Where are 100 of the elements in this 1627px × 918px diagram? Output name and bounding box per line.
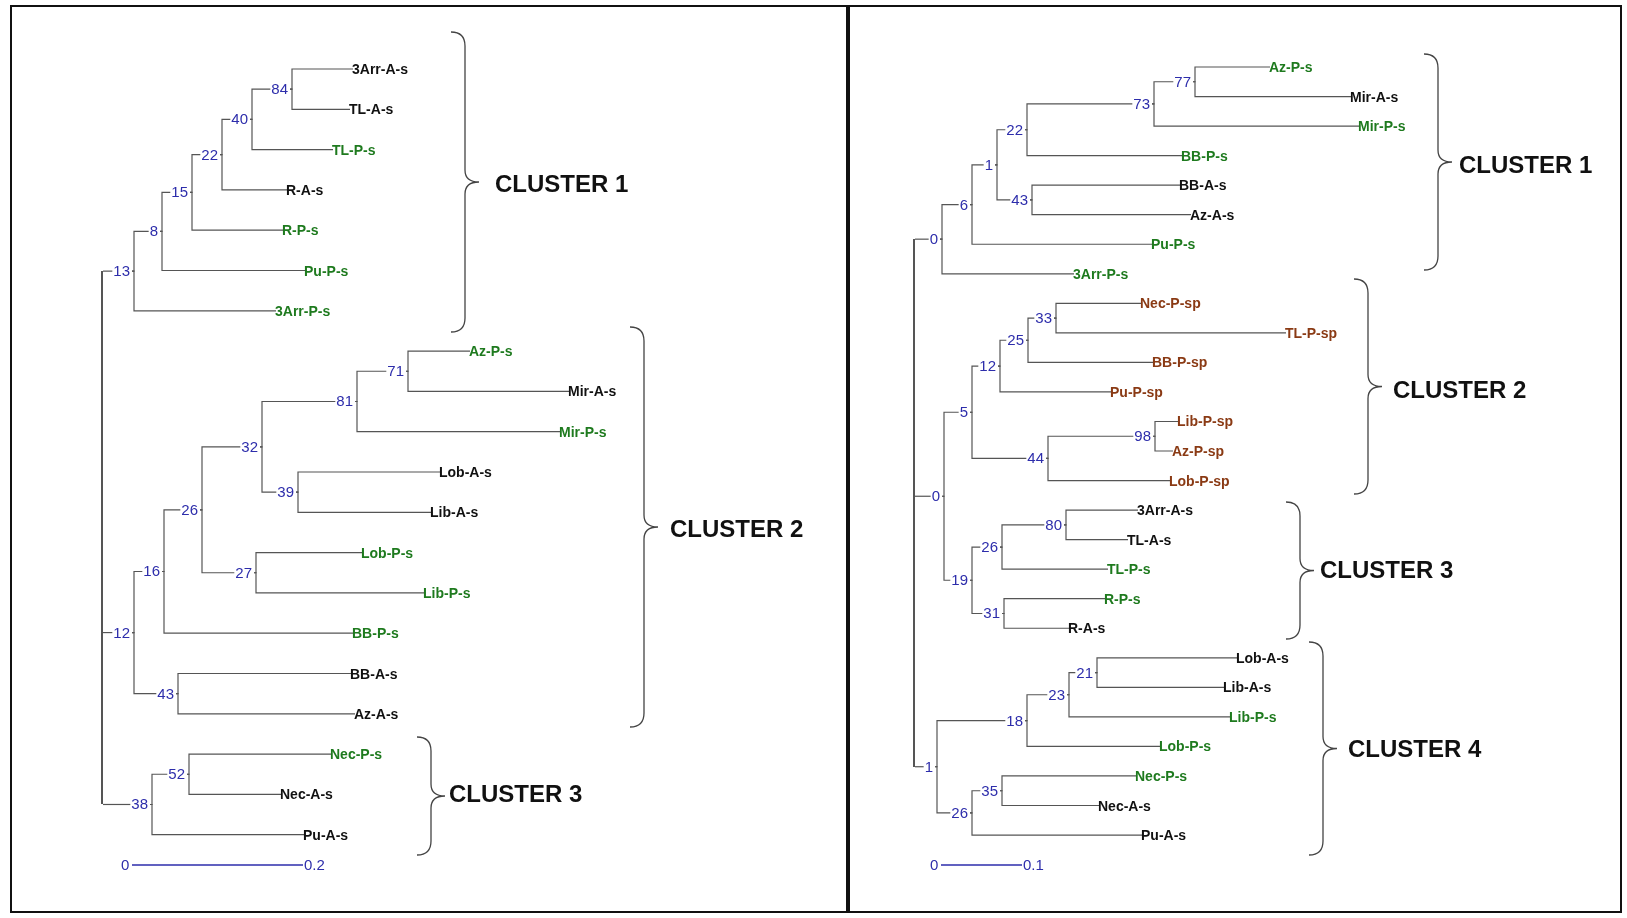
taxon-label: Az-A-s (354, 705, 399, 722)
tree-branch (969, 812, 1143, 836)
taxon-label: BB-P-sp (1152, 354, 1208, 371)
tree-branch (259, 400, 337, 448)
taxon-label: R-A-s (1068, 620, 1106, 637)
tree-branch (1066, 694, 1231, 718)
tree-branch (189, 154, 202, 193)
tree-branch (189, 191, 284, 231)
taxon-label: 3Arr-A-s (352, 61, 408, 77)
taxon-label: TL-A-s (349, 101, 394, 118)
tree-branch (161, 570, 354, 634)
tree-branch (1152, 420, 1179, 437)
tree-branch (159, 191, 172, 233)
taxon-label: 3Arr-A-s (1137, 502, 1193, 519)
taxon-label: Nec-P-s (330, 746, 383, 763)
tree-branch (1063, 509, 1139, 526)
tree-branch (1053, 302, 1142, 319)
taxon-label: Pu-P-s (1151, 236, 1196, 253)
tree-branch (1025, 317, 1036, 341)
tree-branch (999, 546, 1109, 570)
taxon-label: BB-P-s (352, 625, 399, 642)
taxon-label: Lob-A-s (1236, 649, 1289, 666)
taxon-label: Lib-A-s (430, 504, 479, 521)
taxon-label: Lib-A-s (1223, 679, 1272, 696)
tree-branch (939, 203, 961, 240)
taxon-label: Mir-A-s (1350, 88, 1399, 105)
tree-branch (219, 118, 232, 156)
tree-branch (1001, 612, 1070, 629)
tree-branch (295, 491, 432, 513)
tree-branch (1024, 719, 1161, 747)
taxon-label: TL-P-sp (1285, 324, 1338, 341)
tree-branch (939, 238, 1075, 275)
tree-branch (934, 719, 1007, 768)
cluster-label: CLUSTER 4 (1348, 735, 1482, 763)
tree-branch (249, 88, 272, 120)
tree-branch (1045, 457, 1171, 482)
tree-branch (175, 672, 352, 695)
taxon-label: R-A-s (286, 181, 324, 198)
taxon-label: R-P-s (282, 222, 319, 239)
taxon-label: BB-P-s (1181, 147, 1228, 164)
taxon-label: Az-P-s (469, 343, 513, 360)
tree-branch (999, 775, 1137, 792)
tree-branch (969, 164, 986, 206)
taxon-label: Mir-P-s (559, 423, 607, 440)
tree-branch (1063, 524, 1129, 541)
tree-branch (941, 495, 952, 581)
taxon-label: BB-A-s (350, 665, 398, 682)
tree-branch (1192, 81, 1352, 98)
tree-branch (289, 68, 354, 90)
tree-branch (219, 154, 288, 191)
tree-branch (131, 570, 144, 634)
taxon-label: Az-P-s (1269, 59, 1313, 75)
taxon-label: Nec-P-sp (1140, 295, 1201, 312)
cluster-label: CLUSTER 1 (1459, 151, 1593, 179)
tree-branch (969, 579, 984, 615)
taxon-label: R-P-s (1104, 590, 1141, 607)
taxon-label: Pu-A-s (1141, 827, 1187, 844)
scale-value: 0.1 (1023, 857, 1044, 873)
taxon-label: Nec-A-s (1098, 797, 1151, 814)
cluster-label: CLUSTER 2 (670, 515, 804, 543)
tree-branch (999, 790, 1100, 807)
tree-root-line (101, 271, 103, 805)
tree-branch (1029, 199, 1192, 216)
taxon-label: Az-P-sp (1172, 443, 1225, 459)
tree-branch (354, 400, 561, 433)
tree-branch (295, 471, 441, 493)
taxon-label: TL-P-s (1107, 561, 1151, 578)
tree-branch (1053, 317, 1287, 334)
tree-branch (186, 773, 282, 795)
tree-branch (1152, 435, 1174, 452)
tree-branch (131, 230, 151, 272)
tree-branch (175, 693, 356, 715)
taxon-label: Lib-P-sp (1177, 413, 1233, 430)
taxon-label: Lob-P-s (1159, 738, 1212, 755)
tree-branch (159, 230, 306, 272)
tree-branch (131, 631, 158, 695)
tree-branch (997, 365, 1112, 393)
tree-branch (1024, 129, 1183, 157)
tree-branch (1024, 103, 1134, 131)
tree-branch (969, 546, 982, 581)
taxon-label: Lob-P-s (361, 544, 414, 561)
tree-branch (997, 339, 1008, 367)
tree-branch (969, 411, 1028, 459)
tree-branch (161, 509, 182, 573)
tree-branch (1045, 435, 1135, 459)
tree-branch (969, 790, 982, 814)
tree-branch (289, 88, 351, 110)
taxon-label: TL-P-s (332, 141, 376, 158)
taxon-label: Lob-P-sp (1169, 472, 1230, 489)
taxon-label: Nec-A-s (280, 786, 333, 803)
tree-branch (934, 766, 952, 814)
tree-branch (1151, 103, 1360, 127)
tree-branch (1025, 339, 1154, 363)
tree-branch (259, 446, 278, 493)
taxon-label: Az-A-s (1190, 206, 1235, 223)
taxon-label: Lib-P-s (423, 584, 471, 601)
tree-root-line (913, 239, 915, 767)
tree-branch (199, 509, 236, 574)
taxon-label: 3Arr-P-s (1073, 265, 1129, 282)
tree-branch (1029, 184, 1181, 201)
